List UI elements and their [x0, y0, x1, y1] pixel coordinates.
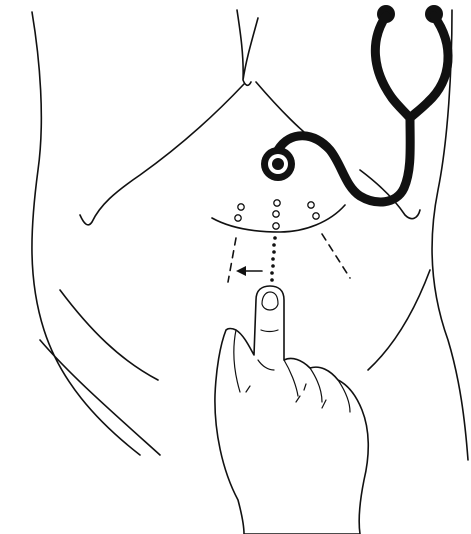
palpation-rings [235, 200, 319, 229]
right-rectus-dash [322, 234, 350, 278]
sternum-outline [237, 10, 258, 85]
pointing-hand-icon [215, 286, 368, 534]
torso-right-outline [432, 10, 468, 460]
midline-dots [270, 236, 277, 282]
right-inguinal-line [368, 270, 430, 370]
left-rectus-dash [228, 238, 236, 282]
lower-left-contour [40, 340, 160, 455]
left-rib-margin [80, 84, 244, 225]
stethoscope-icon [261, 5, 448, 202]
arrow-left-icon [236, 266, 262, 276]
left-inguinal-line [60, 290, 158, 380]
